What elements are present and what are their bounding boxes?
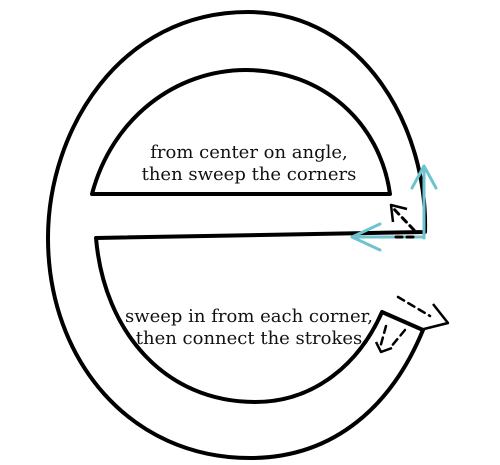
bottom-annotation-line-2: then connect the strokes	[135, 328, 363, 349]
bottom-stroke-annotation: sweep in from each corner, then connect …	[118, 306, 380, 350]
top-annotation-line-2: then sweep the corners	[141, 164, 357, 185]
letter-e-outer-contour	[46, 10, 428, 460]
dashed-arrow-icon	[419, 303, 450, 332]
arrow-up-icon	[410, 164, 438, 190]
bottom-annotation-line-1: sweep in from each corner,	[124, 306, 374, 327]
top-annotation-line-1: from center on angle,	[150, 142, 348, 163]
letter-e-inner-counter	[90, 68, 392, 196]
top-stroke-annotation: from center on angle, then sweep the cor…	[118, 142, 380, 186]
dashed-arrow-icon	[374, 341, 393, 354]
dashed-arrow-icon	[389, 203, 408, 223]
arrow-left-icon	[350, 222, 382, 252]
